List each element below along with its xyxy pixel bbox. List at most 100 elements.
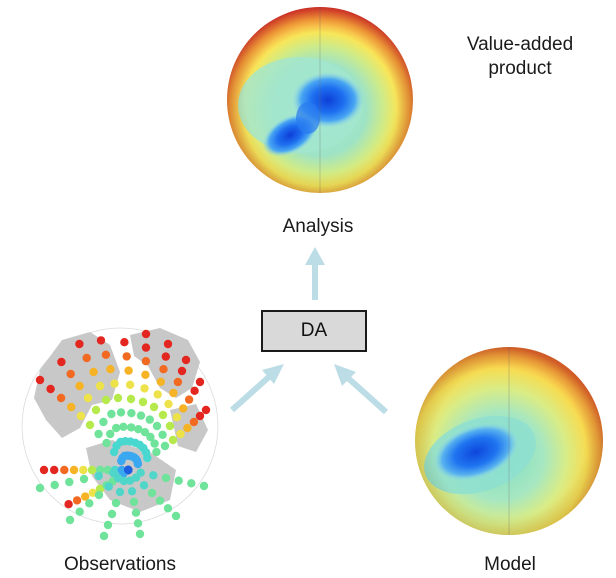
- observation-point: [35, 483, 45, 493]
- value-added-line1: Value-added: [466, 34, 574, 55]
- observation-point: [158, 410, 168, 420]
- observation-point: [116, 408, 126, 417]
- observation-point: [127, 409, 136, 418]
- observation-point: [195, 411, 205, 421]
- observation-point: [183, 423, 192, 433]
- observation-point: [138, 397, 148, 407]
- observation-point: [66, 369, 75, 379]
- observation-point: [177, 366, 187, 376]
- observation-point: [189, 417, 199, 427]
- observation-point: [67, 402, 76, 412]
- observation-point: [103, 520, 113, 530]
- observation-point: [82, 353, 91, 363]
- observation-point: [87, 465, 97, 475]
- observation-point: [136, 411, 146, 420]
- observations-globe-icon: [21, 327, 219, 541]
- observation-point: [99, 531, 109, 541]
- observation-point: [153, 390, 162, 399]
- observation-point: [173, 377, 183, 387]
- observation-point: [135, 529, 145, 539]
- observation-point: [181, 355, 191, 365]
- observation-point: [133, 519, 143, 528]
- observation-point: [75, 339, 84, 349]
- observation-point: [107, 509, 117, 519]
- observation-points: [35, 329, 211, 541]
- analysis-globe-icon: [227, 7, 413, 193]
- observation-point: [91, 405, 101, 415]
- observation-point: [155, 496, 165, 505]
- observation-point: [79, 474, 89, 484]
- observation-point: [131, 508, 141, 517]
- observation-point: [75, 507, 84, 516]
- observation-point: [124, 465, 133, 475]
- observation-point: [94, 490, 104, 500]
- observations-label: Observations: [64, 554, 176, 575]
- arrow-obs-to-da-icon: [229, 364, 284, 413]
- observation-point: [112, 423, 121, 433]
- observation-point: [141, 343, 151, 352]
- observation-point: [125, 380, 135, 389]
- da-box: DA: [261, 310, 367, 352]
- observation-point: [50, 480, 59, 490]
- observation-point: [99, 417, 108, 427]
- observation-point: [190, 386, 199, 395]
- observation-point: [184, 395, 194, 404]
- value-added-line2: product: [488, 58, 552, 79]
- observation-point: [145, 415, 154, 424]
- observation-point: [79, 465, 88, 475]
- observation-point: [65, 477, 74, 487]
- observation-point: [174, 476, 183, 485]
- observation-point: [119, 422, 128, 431]
- observation-point: [102, 438, 111, 448]
- observation-point: [140, 428, 150, 437]
- observation-point: [139, 481, 149, 490]
- observation-point: [152, 447, 161, 457]
- observation-point: [50, 465, 59, 475]
- model-globe-icon: [415, 347, 603, 535]
- observation-point: [147, 488, 157, 498]
- observation-point: [141, 357, 151, 366]
- observation-point: [161, 473, 171, 483]
- arrow-da-to-analysis-icon: [305, 247, 325, 300]
- observation-point: [161, 352, 170, 361]
- observation-point: [76, 411, 86, 421]
- observation-point: [111, 498, 121, 508]
- observation-point: [136, 468, 145, 477]
- observation-point: [64, 500, 73, 509]
- observation-point: [199, 481, 209, 491]
- observation-point: [172, 413, 182, 422]
- observation-point: [106, 365, 115, 374]
- observation-point: [201, 405, 211, 415]
- observation-point: [143, 453, 152, 463]
- observation-point: [141, 329, 151, 339]
- observation-point: [95, 381, 105, 391]
- observation-point: [106, 429, 115, 439]
- observation-point: [109, 468, 118, 478]
- observation-point: [115, 487, 125, 497]
- observation-point: [149, 402, 159, 412]
- observation-point: [101, 395, 111, 405]
- observation-point: [107, 409, 116, 419]
- observation-point: [85, 499, 94, 508]
- observation-point: [179, 404, 188, 413]
- arrow-model-to-da-icon: [334, 364, 389, 415]
- observation-point: [104, 482, 113, 491]
- observation-point: [122, 352, 131, 361]
- observation-point: [141, 370, 150, 379]
- observation-point: [149, 471, 158, 480]
- observation-point: [140, 384, 149, 393]
- observation-point: [57, 357, 66, 367]
- observation-point: [159, 365, 168, 374]
- observation-point: [165, 421, 175, 431]
- observation-point: [127, 423, 136, 432]
- observation-point: [72, 496, 82, 505]
- observation-point: [158, 430, 167, 439]
- observation-point: [39, 465, 49, 475]
- observation-point: [163, 339, 173, 349]
- observation-point: [94, 429, 103, 439]
- observation-point: [171, 511, 181, 521]
- observation-point: [124, 366, 133, 375]
- observation-point: [195, 377, 205, 387]
